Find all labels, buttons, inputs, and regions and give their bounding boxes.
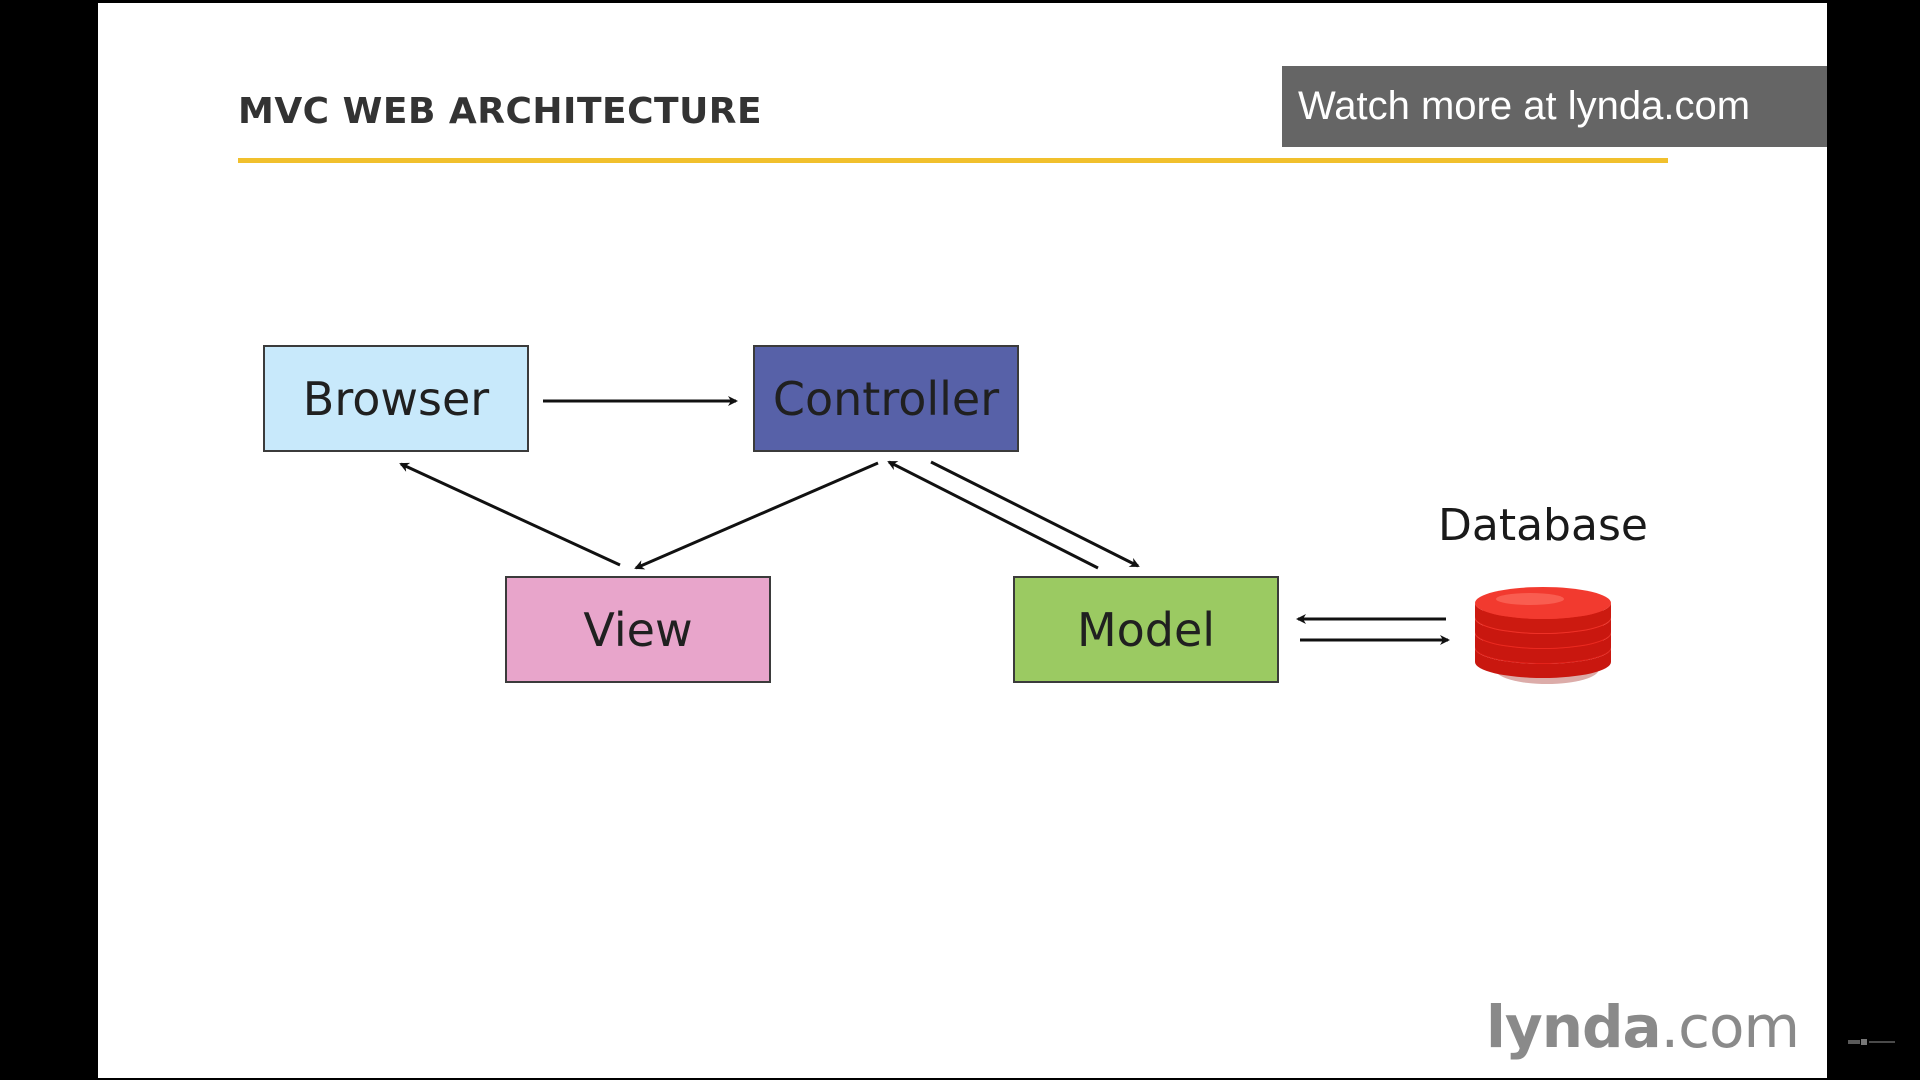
slide-title: MVC WEB ARCHITECTURE bbox=[238, 91, 763, 132]
database-icon bbox=[1475, 587, 1611, 684]
lynda-logo: lynda.com bbox=[1486, 993, 1800, 1061]
model-node: Model bbox=[1013, 576, 1279, 683]
controller-label: Controller bbox=[772, 371, 1000, 426]
watch-more-banner[interactable]: Watch more at lynda.com bbox=[1282, 66, 1827, 147]
title-underline bbox=[238, 158, 1668, 163]
arrow-controller-to-view bbox=[634, 461, 879, 570]
arrow-view-to-browser bbox=[399, 462, 621, 567]
linkedin-learning-watermark bbox=[1848, 1038, 1896, 1046]
model-label: Model bbox=[1076, 602, 1216, 657]
view-label: View bbox=[583, 602, 693, 657]
diagram-connectors bbox=[399, 396, 1611, 684]
arrow-model-to-controller bbox=[887, 460, 1099, 570]
controller-node: Controller bbox=[753, 345, 1019, 452]
slide: MVC WEB ARCHITECTURE bbox=[98, 3, 1827, 1078]
lynda-logo-suffix: .com bbox=[1660, 993, 1800, 1061]
database-label: Database bbox=[1438, 500, 1648, 551]
view-node: View bbox=[505, 576, 771, 683]
arrow-controller-to-model bbox=[930, 460, 1140, 568]
browser-node: Browser bbox=[263, 345, 529, 452]
browser-label: Browser bbox=[302, 371, 490, 426]
lynda-logo-bold: lynda bbox=[1486, 993, 1662, 1061]
